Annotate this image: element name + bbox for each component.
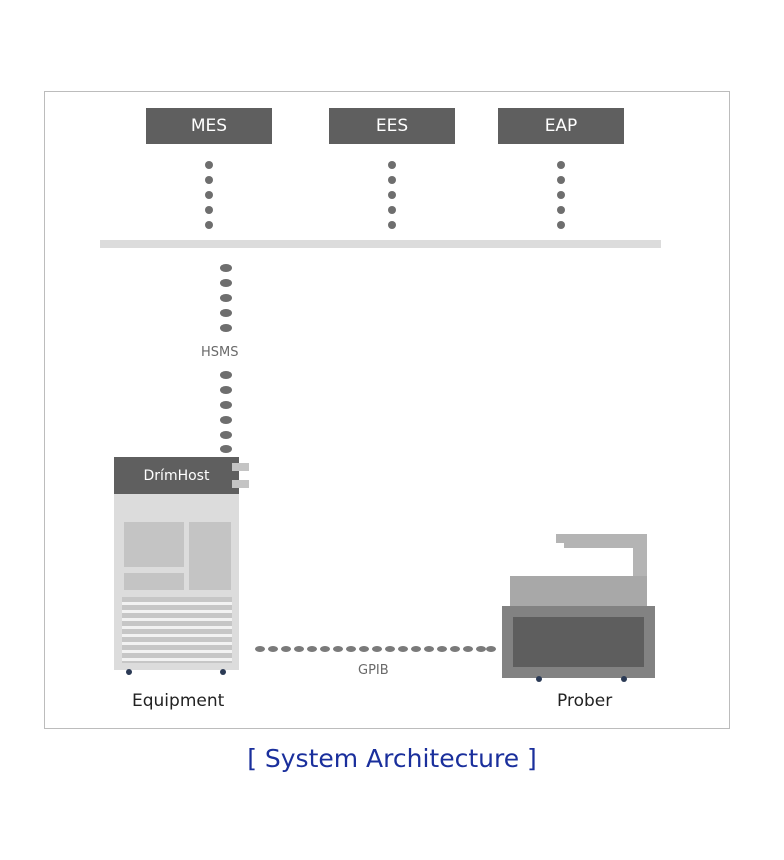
prober-top <box>510 576 647 608</box>
connector-port <box>232 480 249 488</box>
equipment-vent <box>122 597 232 663</box>
equipment-panel <box>124 522 184 567</box>
prober-caption: Prober <box>557 691 613 711</box>
connector-port <box>232 463 249 471</box>
system-box-eap: EAP <box>498 108 624 144</box>
prober-arm <box>556 534 647 548</box>
gpib-label: GPIB <box>358 663 389 678</box>
equipment-wheel <box>220 669 226 675</box>
equipment-panel <box>124 573 184 590</box>
prober-arm-gap <box>556 543 564 548</box>
prober-arm <box>633 534 647 584</box>
system-box-mes: MES <box>146 108 272 144</box>
prober-window <box>513 617 644 667</box>
prober-arm <box>556 534 564 548</box>
diagram-frame <box>44 91 730 729</box>
prober-wheel <box>621 676 627 682</box>
equipment-wheel <box>126 669 132 675</box>
system-box-ees: EES <box>329 108 455 144</box>
hsms-label: HSMS <box>201 345 239 360</box>
diagram-title: [ System Architecture ] <box>247 744 537 773</box>
drimhost-box: DrímHost <box>114 457 239 494</box>
equipment-caption: Equipment <box>132 691 225 711</box>
equipment-panel <box>189 522 231 590</box>
prober-wheel <box>536 676 542 682</box>
network-bus <box>100 240 661 248</box>
